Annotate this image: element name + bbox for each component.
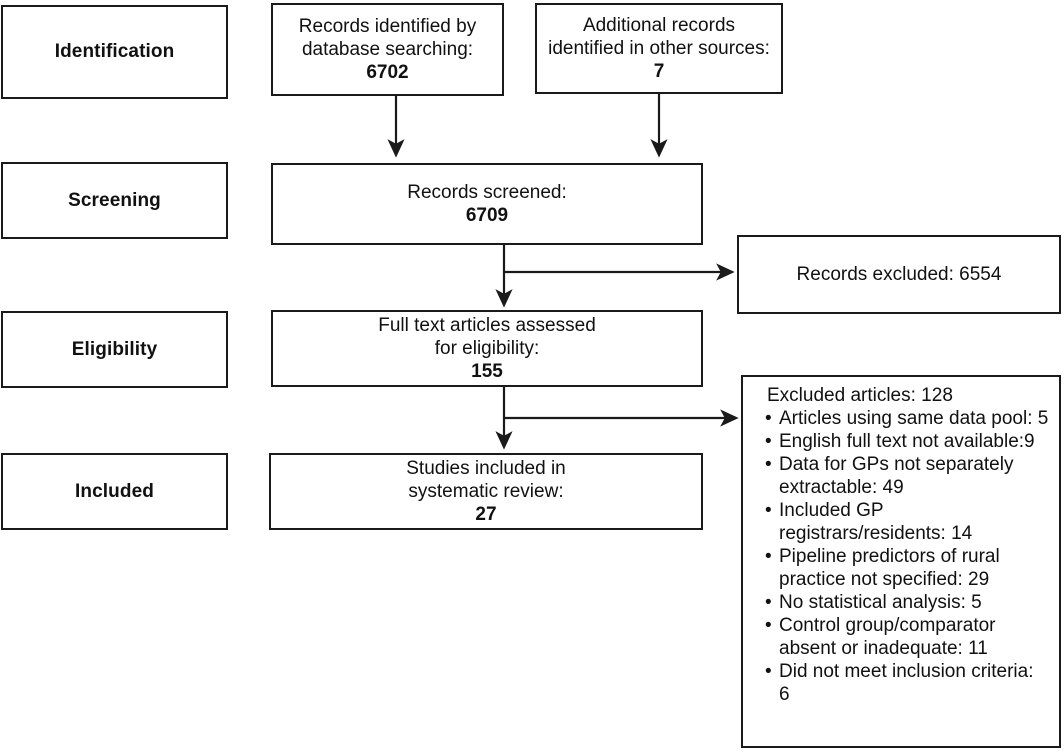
records-screened-line1: Records screened: xyxy=(407,181,567,203)
box-full-text-assessed: Full text articles assessed for eligibil… xyxy=(271,310,703,387)
full-text-count: 155 xyxy=(471,361,503,383)
stage-box-eligibility: Eligibility xyxy=(1,311,228,388)
box-records-screened: Records screened: 6709 xyxy=(271,163,703,245)
list-item: English full text not available:9 xyxy=(765,431,1049,454)
stage-label-screening: Screening xyxy=(68,189,161,211)
other-records-line1: Additional records xyxy=(582,14,736,36)
records-screened-count: 6709 xyxy=(465,205,509,226)
full-text-line2: for eligibility: xyxy=(434,337,540,359)
database-records-count: 6702 xyxy=(366,62,409,84)
box-records-identified-database: Records identified by database searching… xyxy=(271,3,504,96)
stage-label-identification: Identification xyxy=(54,41,175,63)
box-records-excluded: Records excluded: 6554 xyxy=(737,235,1061,314)
list-item: Included GP registrars/residents: 14 xyxy=(765,500,1049,546)
records-excluded-text: Records excluded: 6554 xyxy=(796,263,1002,285)
studies-included-line2: systematic review: xyxy=(408,480,564,502)
box-additional-records-other-sources: Additional records identified in other s… xyxy=(535,3,783,94)
studies-included-line1: Studies included in xyxy=(406,457,566,479)
list-item: Data for GPs not separately extractable:… xyxy=(765,454,1049,500)
stage-label-included: Included xyxy=(75,480,154,502)
excluded-articles-list: Articles using same data pool: 5 English… xyxy=(765,408,1049,707)
other-records-count: 7 xyxy=(653,61,665,83)
database-records-line2: database searching: xyxy=(301,38,474,60)
list-item: Articles using same data pool: 5 xyxy=(765,408,1049,431)
full-text-line1: Full text articles assessed xyxy=(378,314,596,336)
stage-box-included: Included xyxy=(1,453,228,530)
stage-box-screening: Screening xyxy=(1,162,228,239)
stage-box-identification: Identification xyxy=(1,5,228,99)
list-item: Did not meet inclusion criteria: 6 xyxy=(765,661,1049,707)
list-item: No statistical analysis: 5 xyxy=(765,592,1049,615)
box-excluded-articles: Excluded articles: 128 Articles using sa… xyxy=(741,375,1061,748)
box-studies-included: Studies included in systematic review: 2… xyxy=(269,453,703,530)
excluded-articles-title: Excluded articles: 128 xyxy=(767,385,953,406)
studies-included-count: 27 xyxy=(475,504,497,526)
list-item: Control group/comparator absent or inade… xyxy=(765,615,1049,661)
stage-label-eligibility: Eligibility xyxy=(71,338,158,360)
database-records-line1: Records identified by xyxy=(298,15,477,37)
other-records-line2: identified in other sources: xyxy=(548,37,770,59)
list-item: Pipeline predictors of rural practice no… xyxy=(765,546,1049,592)
